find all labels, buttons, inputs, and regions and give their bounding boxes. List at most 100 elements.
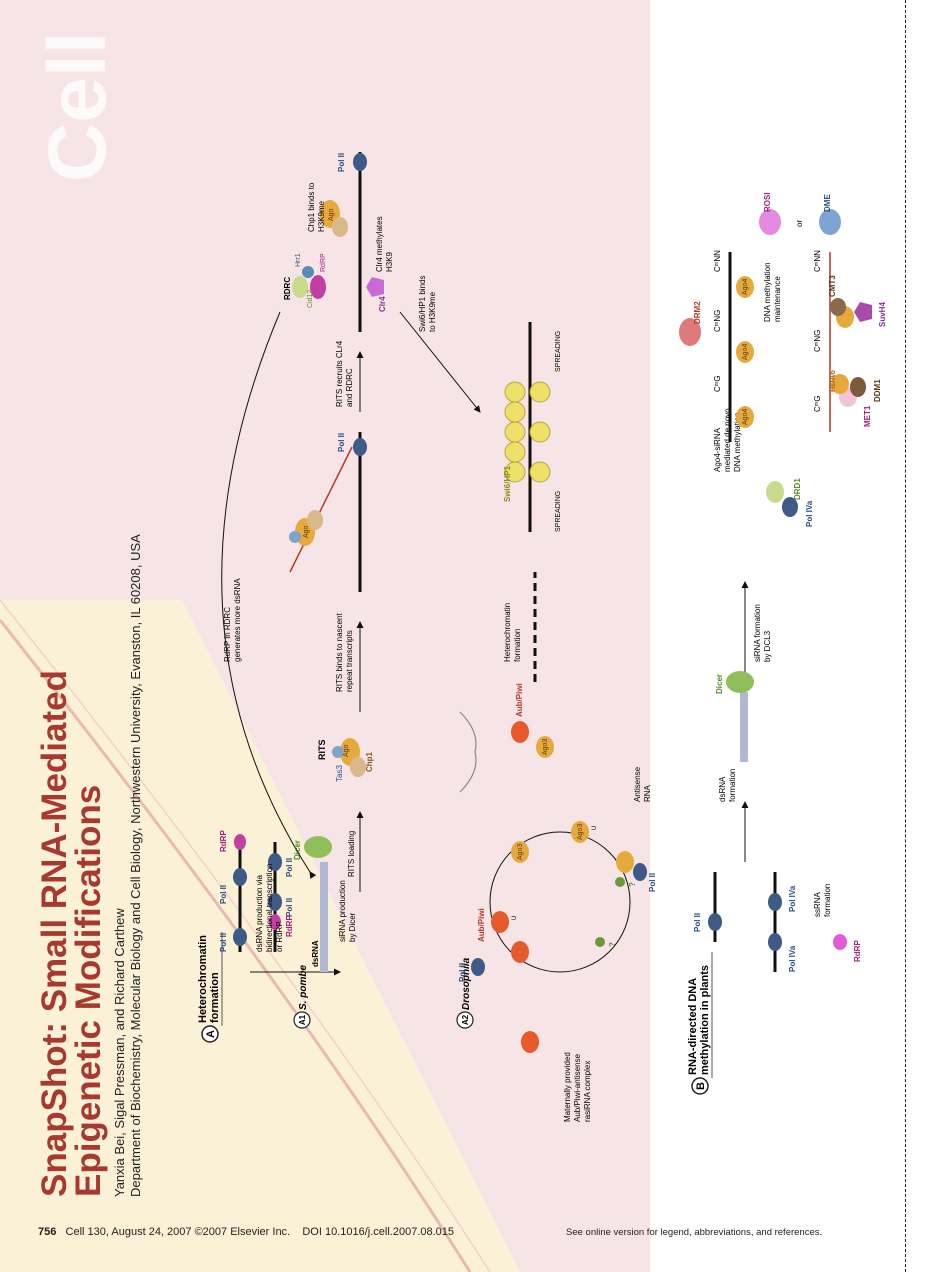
svg-text:DDM1: DDM1: [873, 379, 882, 402]
svg-text:Chp1: Chp1: [365, 751, 374, 772]
svg-text:by Dicer: by Dicer: [348, 912, 357, 942]
svg-text:Ago4: Ago4: [742, 279, 749, 295]
svg-text:CᵐNG: CᵐNG: [813, 330, 822, 352]
svg-text:MET1: MET1: [863, 405, 872, 427]
svg-text:Ago4: Ago4: [742, 344, 749, 360]
svg-text:RDRC: RDRC: [283, 277, 292, 300]
svg-text:CᵐNN: CᵐNN: [713, 250, 722, 272]
svg-text:Heterochromatin: Heterochromatin: [503, 603, 512, 662]
section-a2-organism: Drosophila: [461, 957, 472, 1010]
title-line-2: Epigenetic Modifications: [69, 785, 108, 1197]
svg-text:Ago3: Ago3: [517, 844, 524, 860]
section-b-letter: B: [695, 1082, 707, 1090]
page-number: 756: [38, 1226, 57, 1238]
section-a-letter: A: [205, 1030, 217, 1038]
svg-text:Ago3: Ago3: [542, 739, 549, 755]
rits-complex: RITS Ago Chp1 Tas3: [317, 738, 374, 782]
svg-text:Clr4 methylates: Clr4 methylates: [375, 216, 384, 272]
svg-text:Pol IVa: Pol IVa: [805, 500, 814, 527]
svg-text:Ago3: Ago3: [577, 824, 584, 840]
svg-text:by DCL3: by DCL3: [763, 630, 772, 662]
svg-text:dsRNA: dsRNA: [718, 776, 727, 802]
rits-on-chromatin: Pol II Ago: [289, 432, 367, 592]
svg-text:Pol II: Pol II: [285, 898, 294, 917]
svg-text:Swi6/HP1 binds: Swi6/HP1 binds: [418, 276, 427, 332]
section-a-badge: [201, 1025, 219, 1043]
svg-text:RdRP: RdRP: [219, 830, 228, 852]
section-a2-tag: A2: [461, 1014, 470, 1025]
svg-text:bidirectional transcription: bidirectional transcription: [265, 864, 274, 953]
svg-text:Aub/Piwi-antisense: Aub/Piwi-antisense: [573, 1053, 582, 1122]
svg-text:?: ?: [608, 942, 617, 947]
dsrna-duplex: [320, 862, 328, 972]
svg-text:RdRP: RdRP: [320, 253, 327, 272]
svg-text:ssRNA: ssRNA: [813, 891, 822, 917]
het-formation-drosophila: Aub/Piwi Ago3 Heterochromatin formation: [503, 572, 554, 758]
svg-text:DRM2: DRM2: [693, 301, 702, 324]
ping-pong-cycle: Aub/Piwi Ago3 Ago3 Antisense RNA Pol II …: [458, 766, 657, 1053]
svg-text:CᵐG: CᵐG: [713, 375, 722, 392]
decorative-arc-2: [0, 599, 491, 1272]
svg-text:?: ?: [628, 882, 637, 887]
svg-text:CᵐNG: CᵐNG: [713, 310, 722, 332]
plant-dicer: [726, 671, 754, 693]
svg-text:Chp1 binds to: Chp1 binds to: [307, 182, 316, 232]
section-a1-tag: A1: [298, 1014, 307, 1025]
svg-text:Pol IVa: Pol IVa: [788, 885, 797, 912]
b-transcription: Pol II Pol IVa Pol IVa RdRP ssRNA format…: [693, 872, 862, 972]
svg-text:Ago4: Ago4: [742, 409, 749, 425]
svg-text:SPREADING: SPREADING: [555, 491, 562, 532]
svg-text:and RDRC: and RDRC: [345, 368, 354, 407]
svg-text:CᵐNN: CᵐNN: [813, 250, 822, 272]
plant-dsrna: [740, 692, 748, 762]
section-a-title-2: formation: [209, 972, 221, 1023]
svg-text:Pol II: Pol II: [219, 933, 228, 952]
svg-text:maintenance: maintenance: [773, 276, 782, 322]
dna-methylation-panel: Ago4 Ago4 Ago4 CᵐG CᵐNG CᵐNN DRM2 DNA me…: [679, 192, 887, 442]
svg-text:Pol II: Pol II: [337, 153, 346, 172]
svg-text:generates more dsRNA: generates more dsRNA: [233, 578, 242, 662]
svg-text:Tas3: Tas3: [335, 765, 344, 782]
drosophila-bracket: [459, 711, 477, 793]
svg-text:DNA methylation: DNA methylation: [733, 412, 742, 472]
svg-text:RITS: RITS: [317, 739, 327, 760]
dashed-separator: [905, 0, 906, 1272]
footer-online-note: See online version for legend, abbreviat…: [566, 1227, 823, 1238]
svg-text:DRD1: DRD1: [793, 478, 802, 500]
svg-text:Dicer: Dicer: [293, 840, 302, 860]
svg-text:DNA methylation: DNA methylation: [763, 262, 772, 322]
dicer-enzyme: [304, 836, 332, 858]
svg-text:RdRP: RdRP: [853, 940, 862, 962]
svg-text:RNA: RNA: [643, 784, 652, 802]
svg-text:or: or: [795, 220, 804, 227]
svg-text:RdRP in RDRC: RdRP in RDRC: [223, 607, 232, 662]
svg-text:DME: DME: [823, 194, 832, 212]
decorative-arc: [0, 619, 472, 1272]
svg-text:Dicer: Dicer: [715, 674, 724, 694]
title-line-1: SnapShot: Small RNA-Mediated: [35, 670, 74, 1197]
svg-text:Antisense: Antisense: [633, 766, 642, 802]
svg-text:formation: formation: [513, 629, 522, 662]
svg-text:RITS loading: RITS loading: [347, 831, 356, 877]
svg-text:SuvH4: SuvH4: [878, 302, 887, 327]
section-a-title-1: Heterochromatin: [197, 935, 209, 1023]
svg-text:Pol II: Pol II: [285, 858, 294, 877]
affiliation: Department of Biochemistry, Molecular Bi…: [128, 534, 143, 1197]
svg-text:Cid12: Cid12: [307, 290, 314, 308]
svg-text:dsRNA production via: dsRNA production via: [255, 875, 264, 952]
svg-text:siRNA production: siRNA production: [338, 880, 347, 942]
svg-text:Aub/Piwi: Aub/Piwi: [515, 683, 524, 717]
journal-watermark: Cell: [32, 32, 123, 182]
section-b-badge: [691, 1077, 709, 1095]
svg-text:Clr4: Clr4: [378, 296, 387, 312]
a1-transcription-panel: Pol II Pol II Pol II Pol II RdRP RdRP: [219, 830, 294, 952]
svg-text:or RdRP: or RdRP: [275, 921, 284, 952]
svg-text:H3K9: H3K9: [385, 251, 394, 272]
svg-text:RdRP: RdRP: [285, 915, 294, 937]
svg-text:Pol II: Pol II: [648, 873, 657, 892]
svg-text:CᵐG: CᵐG: [813, 395, 822, 412]
svg-text:Pol II: Pol II: [219, 885, 228, 904]
svg-text:U: U: [512, 916, 518, 920]
svg-text:Hrr1: Hrr1: [295, 253, 302, 267]
